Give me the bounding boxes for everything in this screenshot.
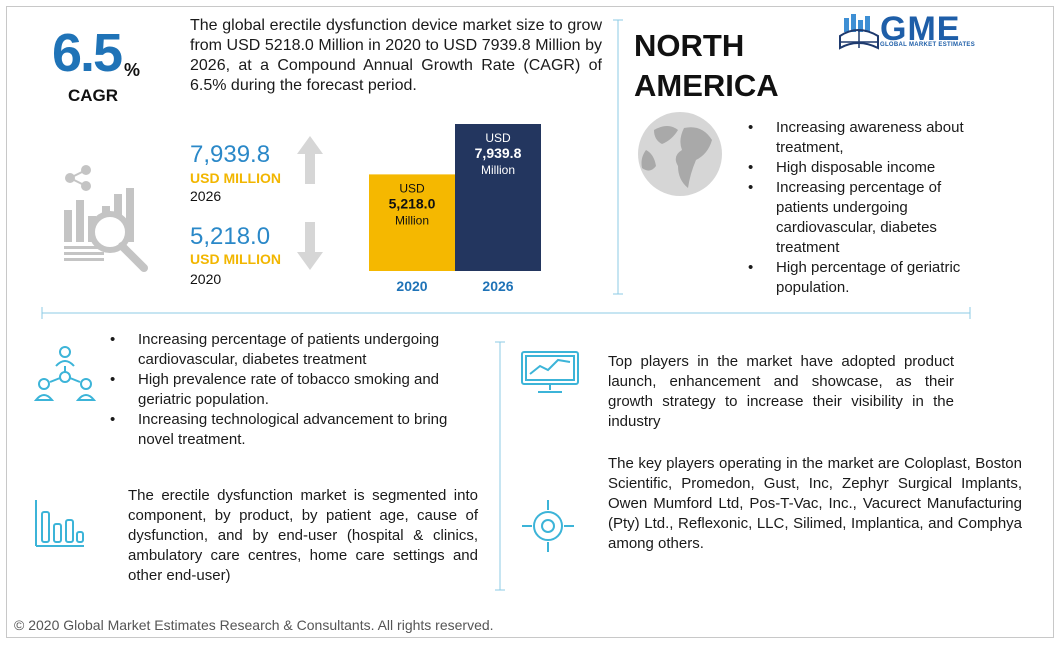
bar-label-value: 7,939.8: [475, 145, 522, 161]
gme-logo-text: GME: [880, 10, 961, 48]
region-title: NORTH AMERICA: [634, 26, 779, 106]
x-tick-label: 2020: [396, 278, 427, 294]
region-bullet: Increasing awareness about treatment,: [746, 118, 986, 158]
infographic-frame: [6, 6, 1054, 638]
analytics-magnifier-icon: [64, 165, 148, 272]
cagr-label: CAGR: [68, 86, 119, 105]
driver-bullet: High prevalence rate of tobacco smoking …: [108, 370, 468, 410]
current-year: 2020: [190, 271, 222, 287]
bar-label-value: 5,218.0: [389, 195, 436, 211]
region-divider: [613, 19, 623, 295]
gme-logo-subtitle: GLOBAL MARKET ESTIMATES: [880, 42, 976, 48]
market-summary-text: The global erectile dysfunction device m…: [190, 17, 602, 94]
bar-label-suffix: Million: [395, 213, 429, 227]
region-bullet: Increasing percentage of patients underg…: [746, 178, 986, 258]
bar-2026: [455, 124, 541, 271]
people-network-icon: [34, 346, 96, 401]
bar-label-suffix: Million: [481, 163, 515, 177]
monitor-chart-icon: [521, 351, 579, 393]
cagr-percent-sign: %: [124, 60, 141, 80]
key-players-text: The key players operating in the market …: [608, 455, 1022, 552]
bar-2020: [369, 174, 455, 271]
bar-chart-icon: [35, 500, 84, 547]
segmentation-text: The erectile dysfunction market is segme…: [128, 487, 478, 584]
arrow-down-icon: [297, 222, 323, 270]
globe-icon: [638, 112, 722, 196]
bar-label-prefix: USD: [485, 131, 511, 145]
target-icon: [522, 500, 574, 552]
current-unit: USD MILLION: [190, 251, 281, 267]
bottom-divider: [495, 341, 505, 591]
region-drivers-list: Increasing awareness about treatment, Hi…: [746, 118, 986, 298]
driver-bullet: Increasing percentage of patients underg…: [108, 330, 468, 370]
future-year: 2026: [190, 188, 222, 204]
growth-strategy-text: Top players in the market have adopted p…: [608, 353, 954, 430]
current-value: 5,218.0: [190, 223, 271, 250]
bar-label-prefix: USD: [399, 181, 425, 195]
horizontal-divider: [41, 307, 971, 319]
region-title-line1: NORTH: [634, 28, 745, 63]
cagr-value: 6.5: [52, 23, 123, 83]
arrow-up-icon: [297, 136, 323, 184]
market-drivers-list: Increasing percentage of patients underg…: [108, 330, 468, 450]
future-value: 7,939.8: [190, 141, 271, 168]
region-title-line2: AMERICA: [634, 68, 779, 103]
region-bullet: High percentage of geriatric population.: [746, 258, 986, 298]
region-bullet: High disposable income: [746, 158, 986, 178]
future-unit: USD MILLION: [190, 170, 281, 186]
x-tick-label: 2026: [482, 278, 513, 294]
gme-globe-icon: [839, 14, 879, 50]
copyright-footer: © 2020 Global Market Estimates Research …: [14, 617, 494, 633]
market-size-bar-chart: USD5,218.0Million2020USD7,939.8Million20…: [369, 124, 541, 294]
driver-bullet: Increasing technological advancement to …: [108, 410, 468, 450]
